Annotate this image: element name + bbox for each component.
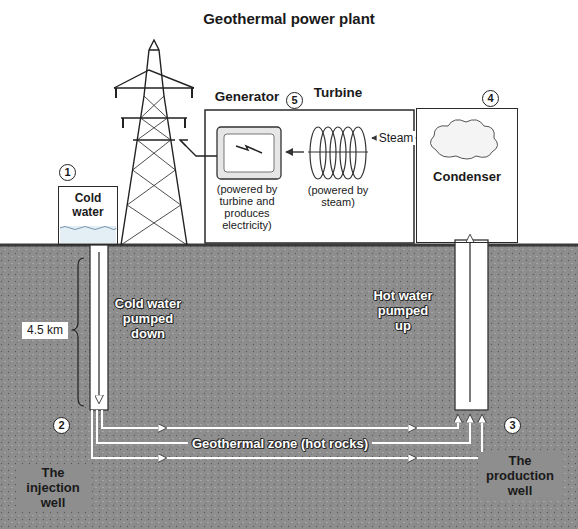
pylon <box>127 170 181 205</box>
tank-water <box>60 226 116 243</box>
part-name: The injection well <box>16 464 90 511</box>
callout-number: 5 <box>286 92 303 109</box>
node-note: (powered by turbine and produces electri… <box>208 183 286 231</box>
pylon <box>114 70 194 88</box>
turbine-coil <box>320 127 336 179</box>
ground <box>0 245 578 529</box>
generator-core <box>224 134 274 172</box>
production-pipe <box>455 240 488 410</box>
condenser-box: Condenser <box>416 108 518 243</box>
diagram-title: Geothermal power plant <box>0 10 578 27</box>
callout-number: 2 <box>53 417 70 434</box>
node-title: Generator <box>208 88 286 105</box>
flow-connector <box>286 151 304 152</box>
callout-number: 4 <box>482 90 499 107</box>
zone-name: Geothermal zone (hot rocks) <box>188 436 372 451</box>
pylon <box>141 96 168 118</box>
geothermal-flow <box>92 410 482 458</box>
node-title: Condenser <box>417 169 517 185</box>
turbine-coil <box>340 127 356 179</box>
depth-brace <box>72 258 84 406</box>
pylon <box>116 88 192 128</box>
turbine-coil <box>350 127 366 179</box>
pylon <box>121 205 187 245</box>
power-wire <box>180 140 217 156</box>
pylon <box>114 50 194 140</box>
callout-number: 3 <box>504 417 521 434</box>
turbine-coil <box>310 127 366 179</box>
turbine-unit: Turbine (powered by steam) <box>304 84 372 212</box>
geothermal-flow <box>102 410 458 428</box>
part-name: The production well <box>478 452 562 499</box>
generator-unit: Generator (powered by turbine and produce… <box>208 88 286 238</box>
pylon <box>114 40 194 245</box>
wire-arrow <box>180 140 188 146</box>
plant-building <box>205 110 414 243</box>
pylon <box>133 140 176 170</box>
geothermal-flow <box>400 457 415 459</box>
flow-note: Hot water pumped up <box>369 288 437 333</box>
ground-surface <box>0 244 578 247</box>
turbine-shaft <box>308 152 368 153</box>
injection-pipe <box>90 245 108 410</box>
water-wave <box>60 227 116 230</box>
geothermal-flow <box>92 410 482 458</box>
flow-note: Cold water pumped down <box>114 296 182 341</box>
generator-symbol <box>217 127 281 179</box>
turbine-coil <box>330 127 346 179</box>
steam-cloud <box>430 120 497 159</box>
connector-label: Steam <box>377 131 416 145</box>
flow-arrow <box>98 252 99 402</box>
geothermal-flow <box>150 427 165 429</box>
turbine-coil <box>310 127 326 179</box>
callout-number: 1 <box>59 164 76 181</box>
pylon <box>137 118 171 140</box>
geothermal-flow <box>400 427 415 429</box>
dimension: 4.5 km <box>22 322 68 339</box>
node-title: Cold water <box>59 191 117 219</box>
pylon <box>121 40 187 245</box>
geothermal-flow <box>150 457 165 459</box>
lightning <box>236 146 262 153</box>
water-tank: Cold water <box>58 186 118 245</box>
flow-arrow <box>469 236 470 402</box>
node-note: (powered by steam) <box>304 184 372 208</box>
node-title: Turbine <box>304 84 372 101</box>
